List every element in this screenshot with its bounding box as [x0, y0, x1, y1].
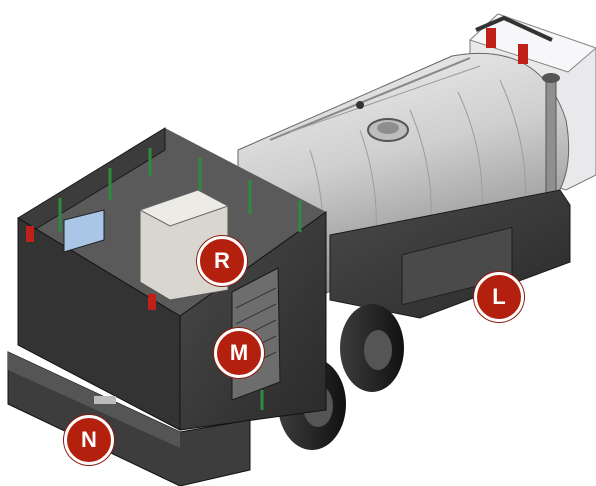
callout-n: N — [64, 415, 114, 465]
front-bumper — [7, 351, 251, 486]
callout-r: R — [197, 236, 247, 286]
callout-l: L — [474, 272, 524, 322]
callout-m: M — [214, 328, 264, 378]
chassis — [329, 189, 571, 319]
